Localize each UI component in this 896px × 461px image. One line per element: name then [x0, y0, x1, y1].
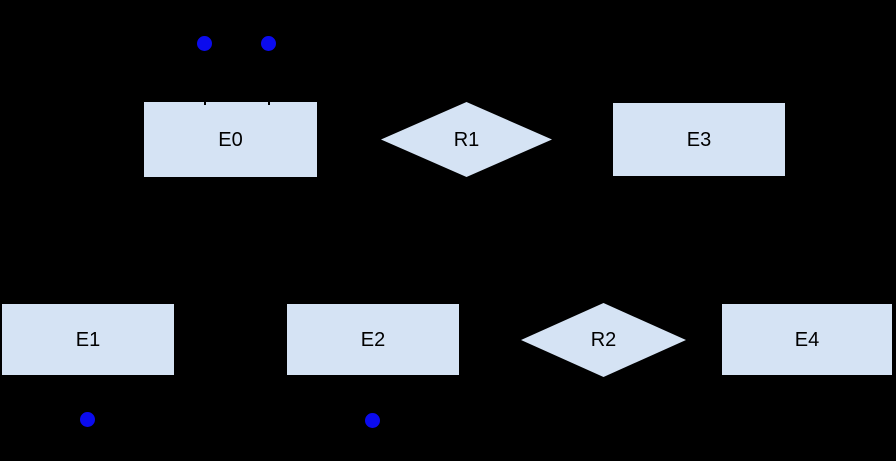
connector-e2-attribute [372, 377, 374, 420]
attribute-dot-e2[interactable] [365, 413, 380, 428]
entity-e1[interactable]: E1 [1, 303, 175, 376]
entity-e3[interactable]: E3 [612, 102, 786, 177]
relationship-r1[interactable]: R1 [381, 102, 552, 177]
connector-e0-attribute-2 [268, 43, 270, 105]
connector-e0-attribute-1 [204, 43, 206, 105]
relationship-r1-label: R1 [453, 128, 480, 151]
relationship-r2-label: R2 [590, 329, 617, 351]
entity-e0[interactable]: E0 [143, 101, 318, 178]
entity-e4[interactable]: E4 [721, 303, 893, 376]
attribute-dot-e0-1[interactable] [197, 36, 212, 51]
entity-e2[interactable]: E2 [286, 303, 460, 376]
attribute-dot-e1[interactable] [80, 412, 95, 427]
entity-e0-label: E0 [218, 128, 243, 151]
entity-e1-label: E1 [75, 328, 101, 351]
attribute-dot-e0-2[interactable] [261, 36, 276, 51]
relationship-r2[interactable]: R2 [521, 303, 686, 377]
entity-e2-label: E2 [360, 328, 386, 351]
connector-e1-attribute [87, 377, 89, 419]
entity-e4-label: E4 [794, 328, 820, 351]
entity-e3-label: E3 [686, 128, 712, 151]
